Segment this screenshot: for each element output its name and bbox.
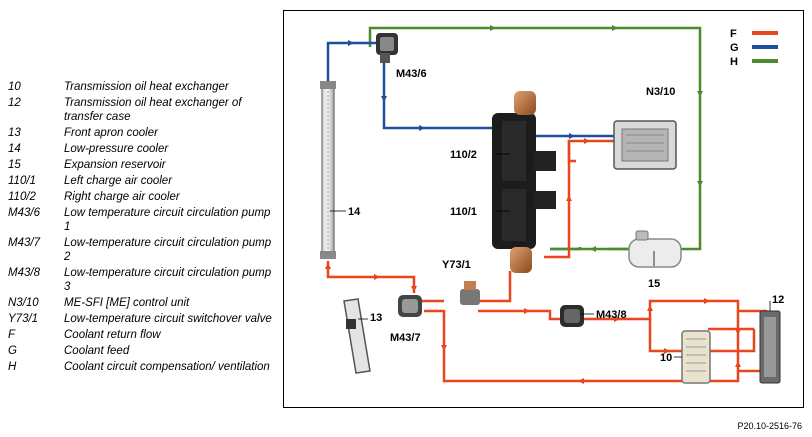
label-13: 13 bbox=[370, 312, 382, 324]
legend-code: F bbox=[8, 329, 16, 341]
label-m43-6: M43/6 bbox=[396, 68, 427, 80]
legend-row: 14 Low-pressure cooler bbox=[8, 142, 278, 156]
arrows-h bbox=[490, 25, 703, 252]
legend-code: 12 bbox=[8, 97, 21, 109]
legend-code: G bbox=[8, 345, 17, 357]
legend-desc: Low-temperature circuit circulation pump… bbox=[64, 237, 272, 263]
legend-desc: ME-SFI [ME] control unit bbox=[64, 297, 190, 309]
label-12: 12 bbox=[772, 294, 784, 306]
low-pressure-cooler-14 bbox=[320, 81, 336, 259]
legend-code: M43/6 bbox=[8, 207, 40, 219]
label-m43-8: M43/8 bbox=[596, 309, 627, 321]
legend-code: N3/10 bbox=[8, 297, 39, 309]
legend-desc: Front apron cooler bbox=[64, 127, 158, 139]
legend-row: G Coolant feed bbox=[8, 344, 278, 358]
arrows-g bbox=[348, 40, 575, 139]
label-n3-10: N3/10 bbox=[646, 86, 675, 98]
legend-desc: Coolant return flow bbox=[64, 329, 161, 341]
label-110-1: 110/1 bbox=[450, 206, 477, 218]
pump-m43-6 bbox=[376, 33, 398, 63]
front-apron-cooler-13 bbox=[343, 298, 371, 374]
legend-row: Y73/1 Low-temperature circuit switchover … bbox=[8, 312, 278, 326]
legend-desc: Transmission oil heat exchanger of trans… bbox=[64, 97, 242, 123]
legend-code: 110/1 bbox=[8, 175, 36, 187]
legend-desc: Low-pressure cooler bbox=[64, 143, 169, 155]
heat-exchanger-10 bbox=[681, 330, 711, 384]
legend-desc: Low temperature circuit circulation pump… bbox=[64, 207, 271, 233]
legend-code: Y73/1 bbox=[8, 313, 39, 325]
switchover-valve-y73-1 bbox=[460, 281, 480, 305]
label-y73-1: Y73/1 bbox=[442, 259, 471, 271]
legend-code: 14 bbox=[8, 143, 21, 155]
legend-code: 15 bbox=[8, 159, 21, 171]
legend-code: M43/8 bbox=[8, 267, 40, 279]
flow-key: F G H bbox=[730, 28, 778, 68]
legend-desc: Left charge air cooler bbox=[64, 175, 173, 187]
label-14: 14 bbox=[348, 206, 361, 218]
legend-row: 10 Transmission oil heat exchanger bbox=[8, 80, 278, 94]
arrows-f bbox=[325, 138, 741, 384]
legend-desc: Coolant circuit compensation/ ventilatio… bbox=[64, 361, 270, 373]
legend-row: 12 Transmission oil heat exchanger of tra… bbox=[8, 96, 278, 124]
legend-row: F Coolant return flow bbox=[8, 328, 278, 342]
pump-m43-8 bbox=[560, 305, 584, 327]
diagram-canvas: F G H M43/6 N3/10 110/2 110/1 14 Y73/1 1… bbox=[320, 25, 784, 384]
figure-caption: P20.10-2516-76 bbox=[737, 421, 802, 431]
charge-air-cooler bbox=[492, 91, 556, 273]
legend-row: M43/8 Low-temperature circuit circulation… bbox=[8, 266, 278, 294]
legend-row: N3/10 ME-SFI [ME] control unit bbox=[8, 296, 278, 310]
legend-code: 110/2 bbox=[8, 191, 36, 203]
legend-row: 15 Expansion reservoir bbox=[8, 158, 278, 172]
label-15: 15 bbox=[648, 278, 660, 290]
legend-row: 110/2 Right charge air cooler bbox=[8, 190, 278, 204]
legend-desc: Expansion reservoir bbox=[64, 159, 166, 171]
heat-exchanger-12 bbox=[759, 310, 781, 384]
pump-m43-7 bbox=[398, 295, 422, 317]
label-10: 10 bbox=[660, 352, 672, 364]
legend-code: 10 bbox=[8, 81, 21, 93]
legend-code: 13 bbox=[8, 127, 21, 139]
legend-code: H bbox=[8, 361, 17, 373]
control-unit-n3-10 bbox=[613, 120, 677, 170]
line-g-blue bbox=[326, 41, 614, 162]
legend-row: 13 Front apron cooler bbox=[8, 126, 278, 140]
legend-row: M43/7 Low-temperature circuit circulation… bbox=[8, 236, 278, 264]
key-letter: F bbox=[730, 28, 737, 40]
label-110-2: 110/2 bbox=[450, 149, 477, 161]
legend-desc: Right charge air cooler bbox=[64, 191, 180, 203]
component-legend: 10 Transmission oil heat exchanger 12 Tran… bbox=[8, 80, 278, 376]
legend-desc: Coolant feed bbox=[64, 345, 130, 357]
legend-desc: Transmission oil heat exchanger bbox=[64, 81, 229, 93]
legend-row: M43/6 Low temperature circuit circulation… bbox=[8, 206, 278, 234]
legend-row: 110/1 Left charge air cooler bbox=[8, 174, 278, 188]
legend-row: H Coolant circuit compensation/ ventilati… bbox=[8, 360, 278, 374]
key-letter: G bbox=[730, 42, 739, 54]
legend-desc: Low-temperature circuit circulation pump… bbox=[64, 267, 272, 293]
legend-code: M43/7 bbox=[8, 237, 40, 249]
leader-lines bbox=[330, 153, 771, 358]
expansion-reservoir-15 bbox=[628, 230, 682, 268]
coolant-circuit-diagram: F G H M43/6 N3/10 110/2 110/1 14 Y73/1 1… bbox=[283, 10, 804, 408]
label-m43-7: M43/7 bbox=[390, 332, 421, 344]
legend-desc: Low-temperature circuit switchover valve bbox=[64, 313, 272, 325]
key-letter: H bbox=[730, 56, 738, 68]
